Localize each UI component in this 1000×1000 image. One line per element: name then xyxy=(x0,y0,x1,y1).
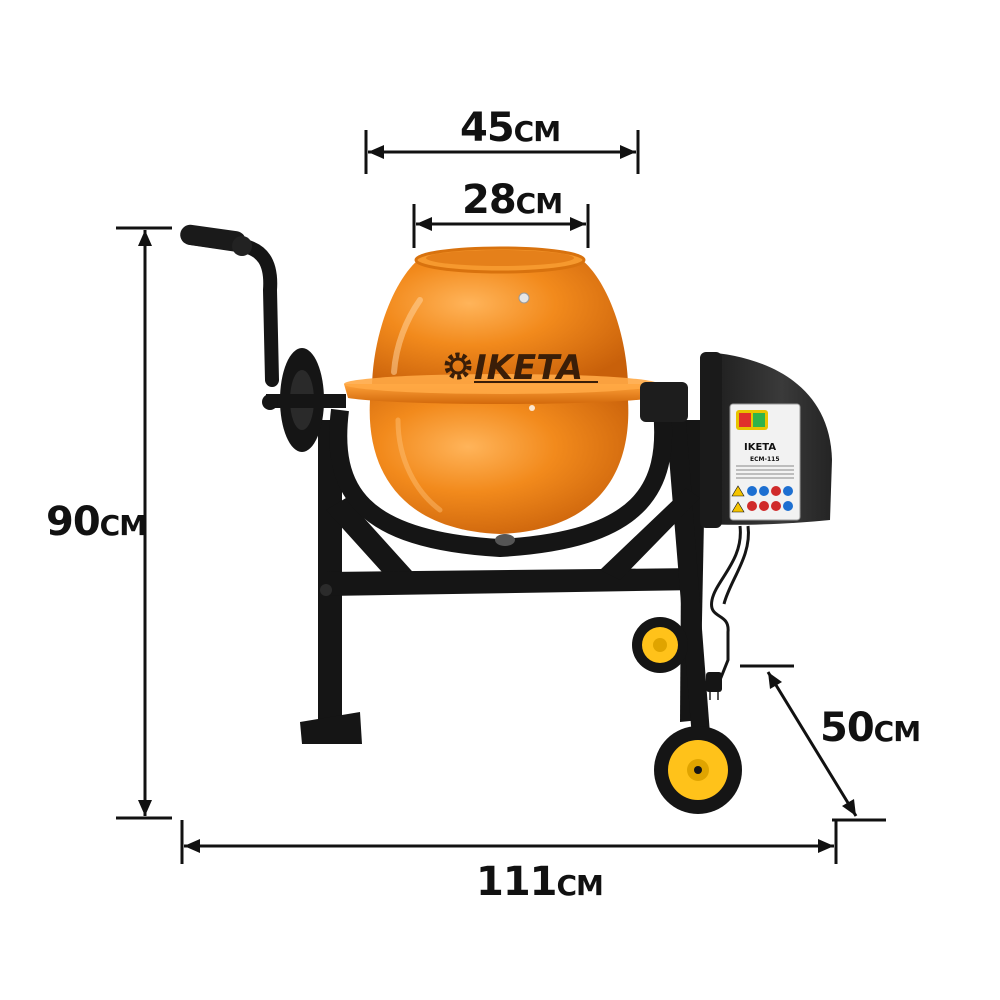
wheel-front xyxy=(654,726,742,814)
motor-housing: IKETA ECM-115 xyxy=(640,352,832,528)
panel-model-text: ECM-115 xyxy=(750,456,780,463)
power-plug-icon xyxy=(706,672,722,700)
power-cable xyxy=(710,525,750,691)
dim-line-depth xyxy=(740,664,886,822)
dim-line-length xyxy=(180,820,838,864)
dim-line-height xyxy=(116,226,172,820)
dim-label-depth: 50CM xyxy=(820,705,921,751)
crank-handle xyxy=(180,224,346,452)
dimension-lines xyxy=(116,130,886,864)
dim-label-drum-outer: 45CM xyxy=(460,105,561,151)
dim-label-length: 111CM xyxy=(476,859,604,905)
wheel-rear xyxy=(632,617,688,673)
dim-line-drum-opening xyxy=(412,204,590,248)
mixer-drum xyxy=(344,246,658,546)
panel-brand-text: IKETA xyxy=(744,442,776,453)
warning-symbols xyxy=(731,485,793,513)
drum-logo: IKETA xyxy=(444,348,598,388)
gear-logo-icon xyxy=(444,352,472,380)
dim-label-drum-opening: 28CM xyxy=(462,177,563,223)
drum-cradle xyxy=(329,408,673,558)
dim-line-drum-outer xyxy=(364,130,640,174)
dim-label-height: 90CM xyxy=(46,499,147,545)
